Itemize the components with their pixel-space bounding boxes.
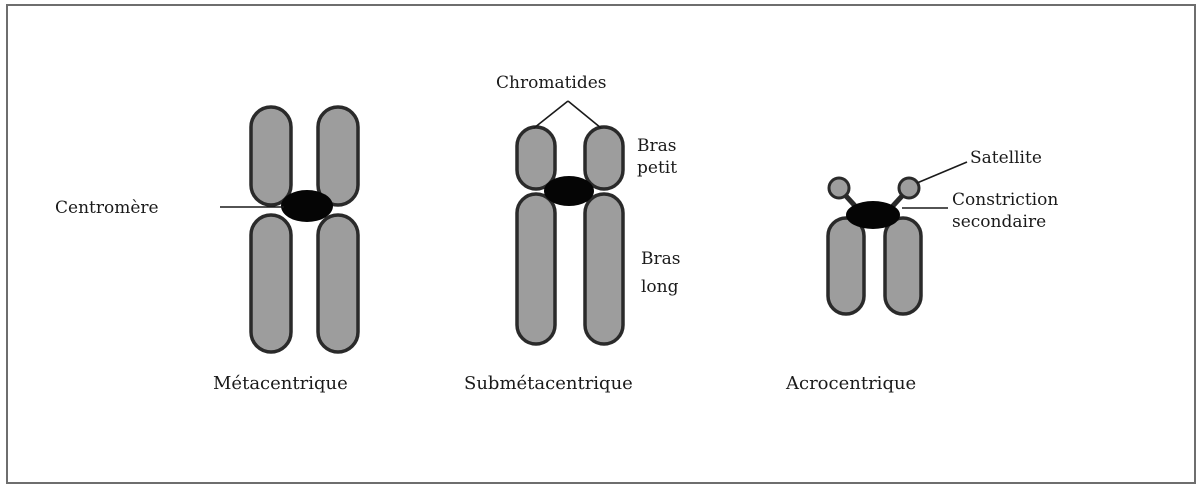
acrocentric-right-satellite — [899, 178, 919, 198]
long-arm-label-line2: long — [641, 277, 679, 297]
submetacentric-short-left-arm — [517, 127, 555, 189]
metacentric-upper-left-arm — [251, 107, 291, 205]
chromatides-pointer-left — [534, 101, 568, 128]
submetacentric-caption: Submétacentrique — [464, 373, 633, 394]
long-arm-label-line1: Bras — [641, 249, 680, 269]
short-arm-label-line1: Bras — [637, 136, 676, 156]
acrocentric-chromosome — [828, 178, 921, 314]
acrocentric-caption: Acrocentrique — [785, 373, 916, 394]
acrocentric-centromere — [846, 201, 900, 229]
submetacentric-centromere — [544, 176, 594, 206]
chromatides-pointer-right — [568, 101, 601, 128]
submetacentric-short-right-arm — [585, 127, 623, 189]
metacentric-lower-right-arm — [318, 215, 358, 352]
satellite-label: Satellite — [970, 148, 1042, 168]
satellite-pointer — [917, 162, 967, 183]
constriction-label-line2: secondaire — [952, 212, 1046, 232]
chromatides-label: Chromatides — [496, 73, 607, 93]
metacentric-chromosome — [251, 107, 358, 352]
metacentric-caption: Métacentrique — [213, 373, 348, 394]
acrocentric-left-long-arm — [828, 218, 864, 314]
metacentric-centromere — [281, 190, 333, 222]
submetacentric-long-left-arm — [517, 194, 555, 344]
centromere-label: Centromère — [55, 198, 159, 218]
metacentric-upper-right-arm — [318, 107, 358, 205]
metacentric-lower-left-arm — [251, 215, 291, 352]
acrocentric-right-long-arm — [885, 218, 921, 314]
acrocentric-left-satellite — [829, 178, 849, 198]
submetacentric-chromosome — [517, 127, 623, 344]
submetacentric-long-right-arm — [585, 194, 623, 344]
constriction-label-line1: Constriction — [952, 190, 1058, 210]
short-arm-label-line2: petit — [637, 158, 677, 178]
